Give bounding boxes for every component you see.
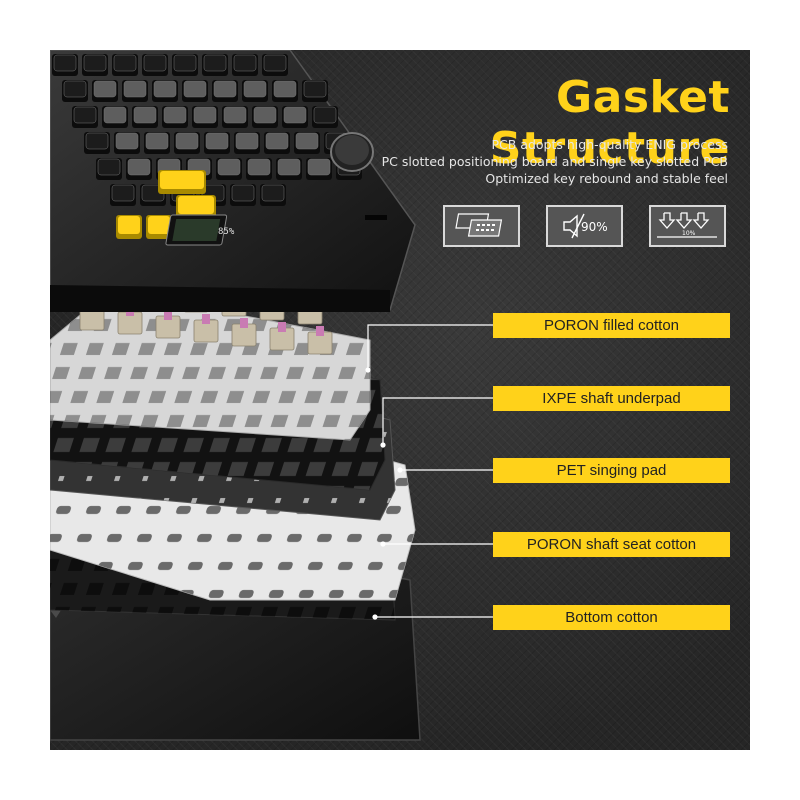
keycap [102, 106, 128, 128]
keycap [114, 132, 140, 154]
keycap [262, 54, 288, 76]
keycap [282, 106, 308, 128]
sound-reduction-badge: 90% [546, 205, 623, 247]
keycap-accent [176, 195, 216, 219]
rebound-value: 10% [682, 230, 696, 237]
keycap [110, 184, 136, 206]
keycap [62, 80, 88, 102]
layer-label-ixpe-shaft-underpad: IXPE shaft underpad [493, 386, 730, 411]
rebound-arrows-icon: 10% [656, 212, 717, 238]
keycap-accent [146, 215, 172, 239]
layer-label-pet-singing-pad: PET singing pad [493, 458, 730, 483]
keyboard-layers-icon [454, 213, 502, 237]
sound-reduction-icon: 90% [562, 213, 608, 239]
leader-lines [365, 324, 493, 620]
headline: Gasket Structure [489, 72, 730, 174]
product-banner: 85% Gasket Structure PCB adopts high-qua… [50, 50, 750, 750]
keycap [234, 132, 260, 154]
keycap-accent [116, 215, 142, 239]
keycap [82, 54, 108, 76]
keycap [242, 80, 268, 102]
keycap [252, 106, 278, 128]
keycap [172, 54, 198, 76]
keycap [152, 80, 178, 102]
switch [155, 310, 181, 339]
keycaps [52, 54, 362, 239]
keycap [144, 132, 170, 154]
keycap [132, 106, 158, 128]
keycap [192, 106, 218, 128]
switch [231, 318, 257, 347]
keycap [122, 80, 148, 102]
keycap [216, 158, 242, 180]
keycap [112, 54, 138, 76]
keycap [232, 54, 258, 76]
keycap [294, 132, 320, 154]
lcd-screen: 85% [165, 214, 235, 246]
layer-label-poron-filled-cotton: PORON filled cotton [493, 313, 730, 338]
keycap [96, 158, 122, 180]
keycap [264, 132, 290, 154]
keycap [302, 80, 328, 102]
keycap-accent [158, 170, 206, 194]
volume-knob [330, 132, 374, 172]
keycap [276, 158, 302, 180]
switch [307, 326, 333, 355]
keycap [92, 80, 118, 102]
keycap [272, 80, 298, 102]
layer-label-poron-shaft-seat-cotton: PORON shaft seat cotton [493, 532, 730, 557]
keycap [84, 132, 110, 154]
keycap [202, 54, 228, 76]
feature-line: PC slotted positioning board and single … [381, 154, 728, 169]
feature-line: PCB adopts high-quality ENIG process [491, 137, 728, 152]
feature-list: PCB adopts high-quality ENIG process PC … [382, 136, 728, 187]
keyboard-layers-badge [443, 205, 520, 247]
keycap [222, 106, 248, 128]
switch [269, 322, 295, 351]
lcd-screen-text: 85% [218, 227, 235, 237]
sound-reduction-value: 90% [581, 220, 608, 234]
keycap [162, 106, 188, 128]
keycap [246, 158, 272, 180]
keycap [126, 158, 152, 180]
switch [193, 314, 219, 343]
keycap [312, 106, 338, 128]
layer-label-bottom-cotton: Bottom cotton [493, 605, 730, 630]
keycap [204, 132, 230, 154]
keycap [230, 184, 256, 206]
exploded-keyboard-illustration: 85% [50, 50, 493, 741]
keycap [72, 106, 98, 128]
keycap [306, 158, 332, 180]
keycap [212, 80, 238, 102]
feature-line: Optimized key rebound and stable feel [485, 171, 728, 186]
keycap [174, 132, 200, 154]
keycap [182, 80, 208, 102]
keycap [142, 54, 168, 76]
keycap [52, 54, 78, 76]
keycap [260, 184, 286, 206]
rebound-badge: 10% [649, 205, 726, 247]
